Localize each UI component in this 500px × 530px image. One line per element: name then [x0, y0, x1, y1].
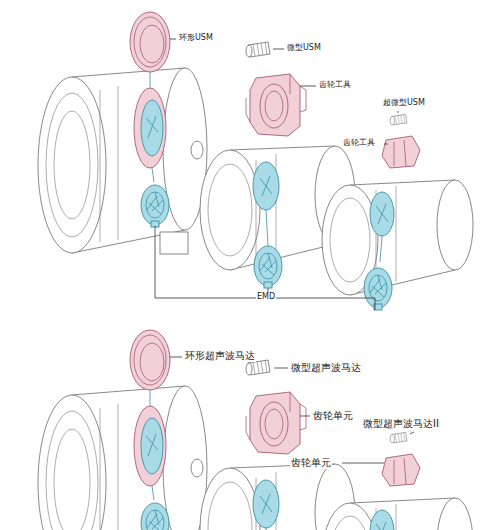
part-label: 齿轮单元 [290, 457, 332, 469]
part-label: 齿轮单元 [312, 410, 354, 422]
part-label: EMD [256, 292, 276, 302]
part-label: 环形超声波马达 [184, 350, 256, 362]
part-label: 微型USM [286, 43, 322, 53]
part-label: 微型超声波马达II [362, 418, 440, 430]
part-label: 环形USM [178, 33, 214, 43]
part-label: 齿轮工具 [318, 80, 352, 90]
part-label: 超微型USM [382, 98, 426, 108]
lens-exploded-top [38, 12, 473, 310]
lens-exploded-bottom [38, 330, 473, 530]
part-label: 微型超声波马达 [290, 362, 362, 374]
part-label: 齿轮工具 [342, 138, 376, 148]
